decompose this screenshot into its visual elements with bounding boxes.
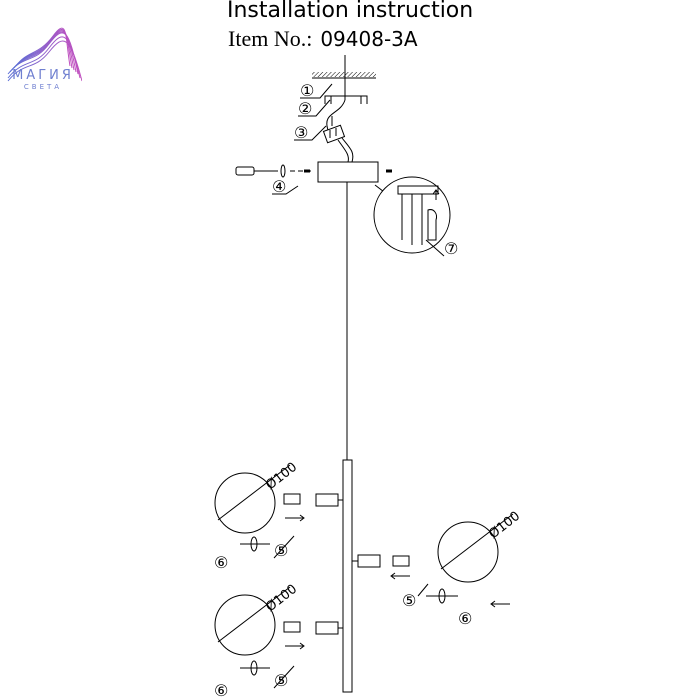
callout-7: ⑦ <box>444 239 458 258</box>
mounting-bracket <box>324 95 368 104</box>
brand-logo-waves <box>7 27 82 82</box>
socket-left-bottom <box>315 621 343 635</box>
wire <box>326 99 346 131</box>
insert-arrow <box>285 514 305 522</box>
page-title: Installation instruction <box>227 0 474 23</box>
canopy-wires <box>337 137 354 163</box>
insert-arrow <box>390 572 410 580</box>
callout-4: ④ <box>272 177 286 196</box>
terminal-block <box>322 116 346 144</box>
detail-magnifier <box>373 176 451 254</box>
callout-3: ③ <box>294 123 308 142</box>
glass-globe <box>214 464 291 534</box>
screwdriver-icon <box>235 164 314 178</box>
bulb-left-top <box>283 493 301 505</box>
callout-6: ⑥ <box>458 609 472 628</box>
canopy <box>317 161 379 183</box>
item-number: 09408-3A <box>320 27 418 51</box>
callout-5: ⑤ <box>402 591 416 610</box>
socket-left-top <box>315 493 343 507</box>
insert-arrow <box>285 642 305 650</box>
diameter-label: Ø100 <box>263 582 300 615</box>
glass-globe <box>437 513 514 583</box>
bulb-right <box>392 555 410 567</box>
pendant-tube <box>342 459 353 693</box>
leader-lines <box>272 83 445 689</box>
callout-6: ⑥ <box>214 681 228 700</box>
insert-arrow <box>490 600 510 608</box>
glass-globe <box>214 586 291 656</box>
rotate-icon <box>426 588 458 604</box>
callout-6: ⑥ <box>214 553 228 572</box>
item-number-line: Item No.: 09408-3A <box>228 26 418 52</box>
socket-right <box>352 554 381 568</box>
callout-2: ② <box>298 99 312 118</box>
callout-1: ① <box>300 81 314 100</box>
brand-name: МАГИЯ <box>12 68 74 83</box>
brand-subtitle: СВЕТА <box>23 83 63 91</box>
diameter-label: Ø100 <box>486 509 523 542</box>
item-label: Item No.: <box>228 26 313 51</box>
ceiling-hatch <box>312 72 376 79</box>
rotate-icon <box>240 536 270 552</box>
diameter-label: Ø100 <box>263 460 300 493</box>
rotate-icon <box>240 660 270 676</box>
bulb-left-bottom <box>283 621 301 633</box>
